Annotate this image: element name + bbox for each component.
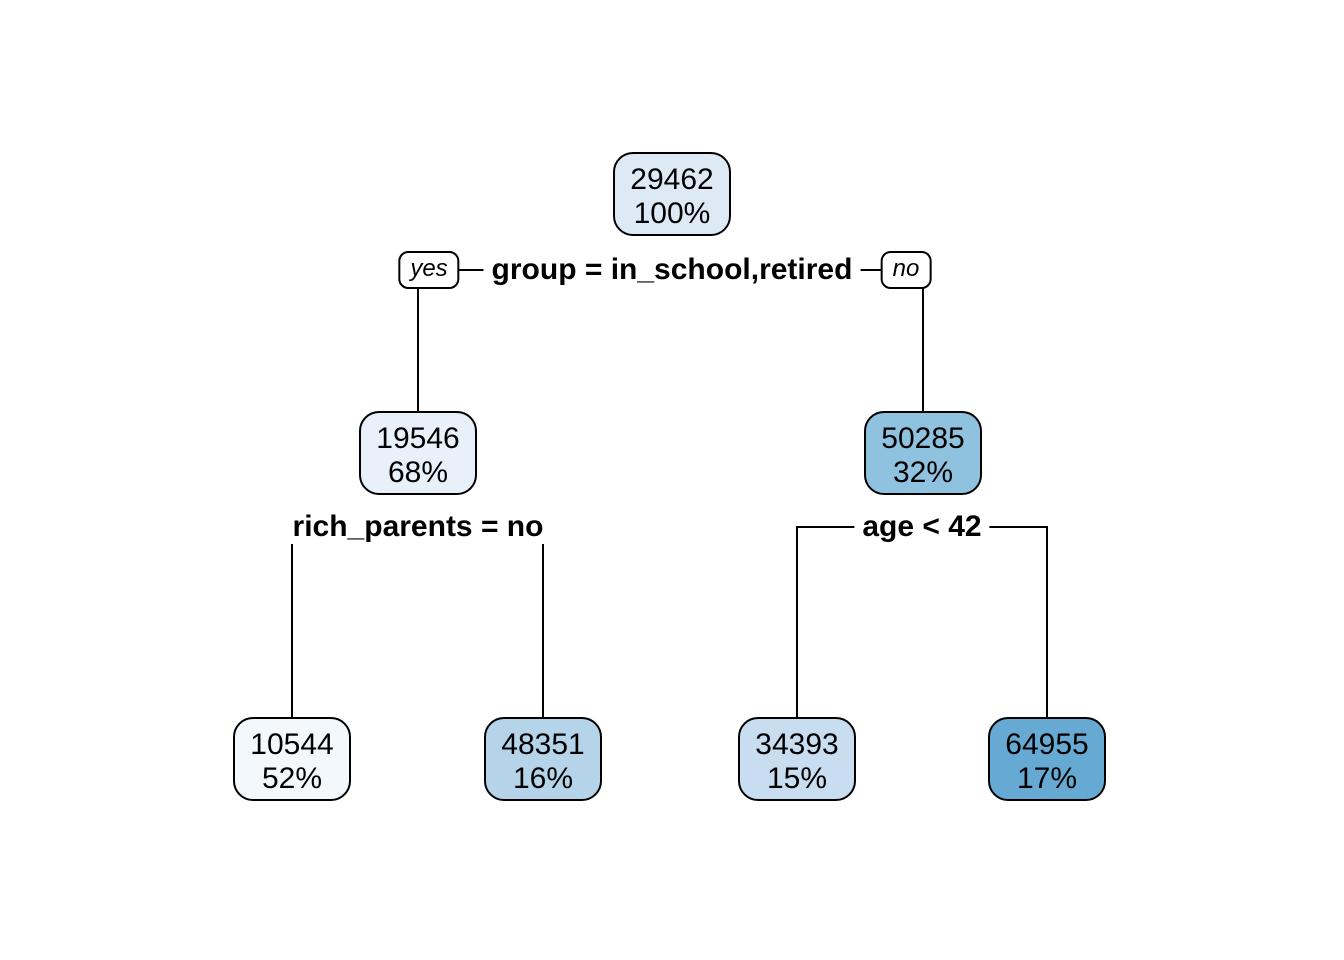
branch-line-left-split-left-vertical (291, 527, 293, 717)
branch-line-right-split-left-vertical (796, 527, 798, 717)
node-percent: 15% (766, 762, 828, 795)
node-value: 64955 (1005, 728, 1089, 761)
node-value: 29462 (630, 163, 714, 196)
node-value: 10544 (250, 728, 334, 761)
split-label-group: group = in_school,retired (483, 253, 861, 287)
node-percent: 68% (387, 456, 449, 489)
node-group-yes: 19546 68% (359, 411, 477, 495)
leaf-rich-parents-yes: 10544 52% (233, 717, 351, 801)
node-group-no: 50285 32% (864, 411, 982, 495)
branch-line-right-split-right-vertical (1046, 527, 1048, 717)
node-percent: 17% (1016, 762, 1078, 795)
leaf-age-no: 64955 17% (988, 717, 1106, 801)
branch-line-root-right-vertical (922, 270, 924, 413)
node-percent: 32% (892, 456, 954, 489)
split-label-age: age < 42 (854, 510, 990, 544)
branch-line-left-split-right-vertical (542, 527, 544, 717)
leaf-rich-parents-no: 48351 16% (484, 717, 602, 801)
node-percent: 52% (261, 762, 323, 795)
no-badge: no (880, 251, 932, 289)
split-label-rich-parents: rich_parents = no (284, 510, 552, 544)
leaf-age-yes: 34393 15% (738, 717, 856, 801)
node-percent: 16% (512, 762, 574, 795)
node-percent: 100% (633, 197, 711, 230)
node-value: 34393 (755, 728, 839, 761)
node-value: 48351 (501, 728, 585, 761)
branch-line-root-left-vertical (417, 270, 419, 413)
node-root: 29462 100% (613, 152, 731, 236)
yes-badge: yes (398, 251, 460, 289)
node-value: 50285 (881, 422, 965, 455)
node-value: 19546 (376, 422, 460, 455)
